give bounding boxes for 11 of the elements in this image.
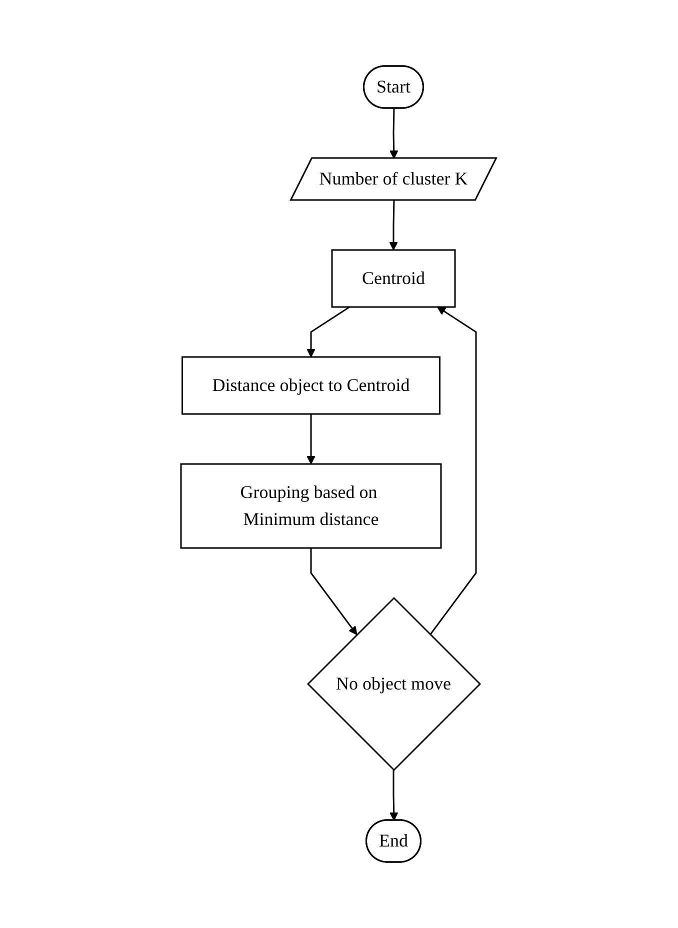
arrow — [310, 548, 358, 636]
node-box: Grouping based on Minimum distance — [180, 463, 442, 549]
arrow — [389, 200, 398, 250]
arrow — [306, 414, 316, 464]
arrow — [390, 770, 399, 821]
arrow — [430, 306, 478, 636]
node-box: Distance object to Centroid — [182, 356, 441, 415]
node-box: Centroid — [332, 249, 456, 308]
node-diamond: No object move — [307, 596, 482, 772]
arrow — [390, 108, 399, 159]
arrow — [306, 306, 350, 358]
